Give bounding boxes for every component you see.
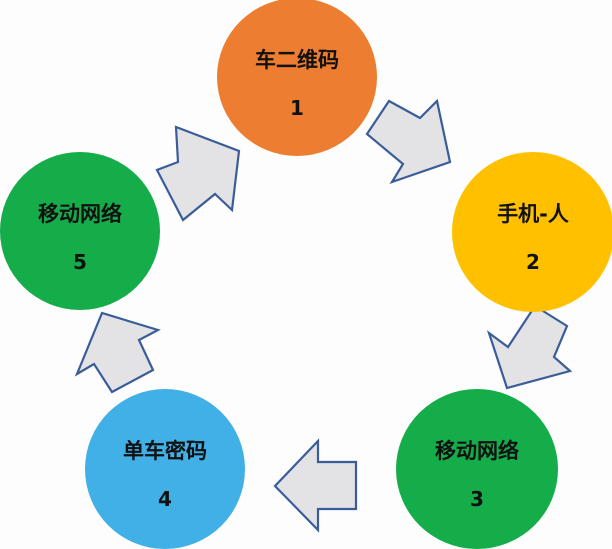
node-title: 移动网络 — [38, 202, 122, 226]
node-number: 2 — [526, 250, 540, 274]
node-1: 车二维码 1 — [217, 0, 377, 156]
node-3: 移动网络 3 — [396, 389, 558, 549]
node-number: 4 — [158, 487, 172, 511]
node-title: 手机-人 — [497, 202, 569, 226]
node-title: 单车密码 — [123, 439, 207, 463]
node-number: 5 — [73, 250, 87, 274]
node-5: 移动网络 5 — [0, 152, 160, 310]
arrow-1-to-2 — [365, 98, 452, 185]
node-number: 1 — [290, 96, 304, 120]
node-4: 单车密码 4 — [85, 389, 245, 549]
arrow-2-to-3 — [486, 304, 573, 390]
node-title: 移动网络 — [435, 439, 519, 463]
node-title: 车二维码 — [255, 48, 339, 72]
node-2: 手机-人 2 — [452, 152, 612, 312]
arrow-4-to-5 — [74, 311, 161, 394]
arrow-3-to-4 — [273, 438, 358, 533]
node-number: 3 — [470, 487, 484, 511]
arrow-5-to-1 — [155, 125, 241, 222]
